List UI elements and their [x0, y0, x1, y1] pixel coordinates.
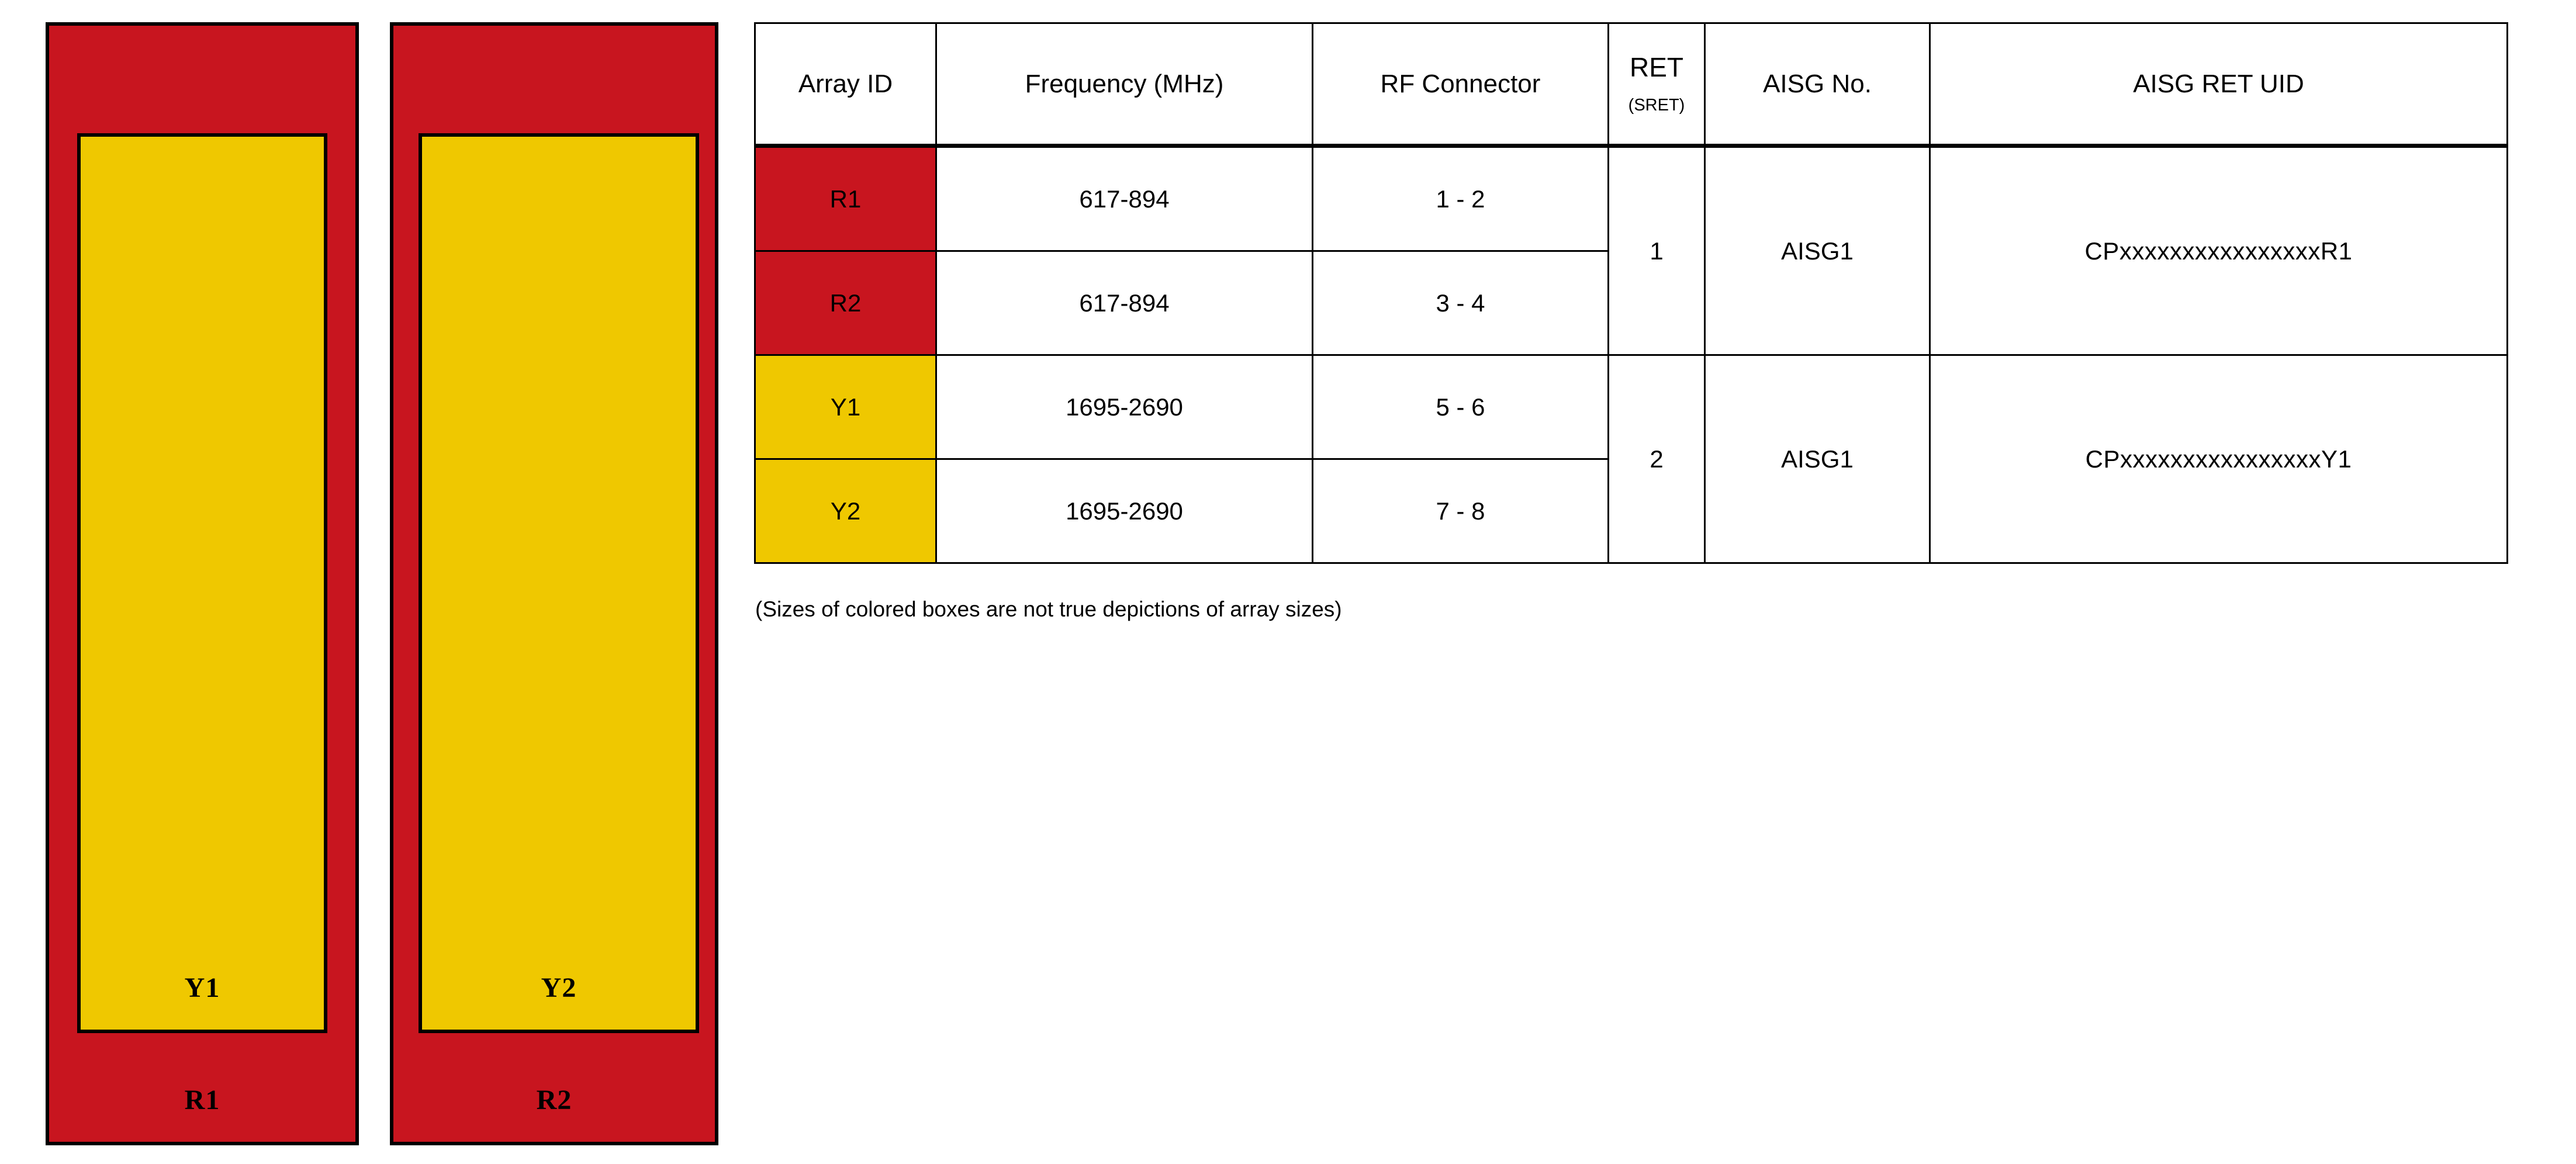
- cell-array-id: R1: [754, 145, 937, 252]
- cell-ret: 1: [1607, 145, 1706, 356]
- array-inner-label-y1: Y1: [184, 972, 220, 1003]
- header-ret-main: RET: [1630, 52, 1683, 83]
- cell-ret: 2: [1607, 354, 1706, 564]
- cell-aisg-ret-uid: CPxxxxxxxxxxxxxxxxR1: [1929, 145, 2508, 356]
- cell-rf-connector: 1 - 2: [1312, 145, 1609, 252]
- cell-frequency: 617-894: [935, 250, 1313, 356]
- array-inner-label-y2: Y2: [541, 972, 577, 1003]
- header-aisg-ret-uid: AISG RET UID: [1929, 22, 2508, 148]
- cell-array-id: R2: [754, 250, 937, 356]
- cell-frequency: 1695-2690: [935, 458, 1313, 564]
- table-row: R1 617-894 1 - 2 1 AISG1 CPxxxxxxxxxxxxx…: [754, 145, 2508, 356]
- header-aisg-no: AISG No.: [1704, 22, 1931, 148]
- table-row: R2 617-894 3 - 4: [754, 250, 2508, 356]
- table-row: Y2 1695-2690 7 - 8: [754, 458, 2508, 564]
- cell-aisg-ret-uid: CPxxxxxxxxxxxxxxxxY1: [1929, 354, 2508, 564]
- array-panel-label-r2: R2: [536, 1085, 572, 1116]
- cell-aisg-no: AISG1: [1704, 145, 1931, 356]
- cell-rf-connector: 5 - 6: [1312, 354, 1609, 460]
- array-inner-y2: Y2: [419, 133, 699, 1033]
- cell-aisg-no: AISG1: [1704, 354, 1931, 564]
- table-row: Y1 1695-2690 5 - 6 2 AISG1 CPxxxxxxxxxxx…: [754, 354, 2508, 564]
- array-inner-y1: Y1: [77, 133, 327, 1033]
- array-diagram: R1 Y1 R2 Y2: [0, 0, 748, 1164]
- array-panel-label-r1: R1: [184, 1085, 220, 1116]
- header-rf-connector: RF Connector: [1312, 22, 1609, 148]
- table-header-row: Array ID Frequency (MHz) RF Connector RE…: [754, 22, 2508, 148]
- header-frequency: Frequency (MHz): [935, 22, 1313, 148]
- header-ret-sub: (SRET): [1628, 96, 1685, 115]
- header-ret: RET (SRET): [1607, 22, 1706, 148]
- array-configuration-table: Array ID Frequency (MHz) RF Connector RE…: [754, 22, 2508, 564]
- cell-frequency: 617-894: [935, 145, 1313, 252]
- cell-array-id: Y1: [754, 354, 937, 460]
- cell-rf-connector: 7 - 8: [1312, 458, 1609, 564]
- header-array-id: Array ID: [754, 22, 937, 148]
- cell-frequency: 1695-2690: [935, 354, 1313, 460]
- diagram-caption: (Sizes of colored boxes are not true dep…: [755, 597, 1342, 621]
- cell-rf-connector: 3 - 4: [1312, 250, 1609, 356]
- cell-array-id: Y2: [754, 458, 937, 564]
